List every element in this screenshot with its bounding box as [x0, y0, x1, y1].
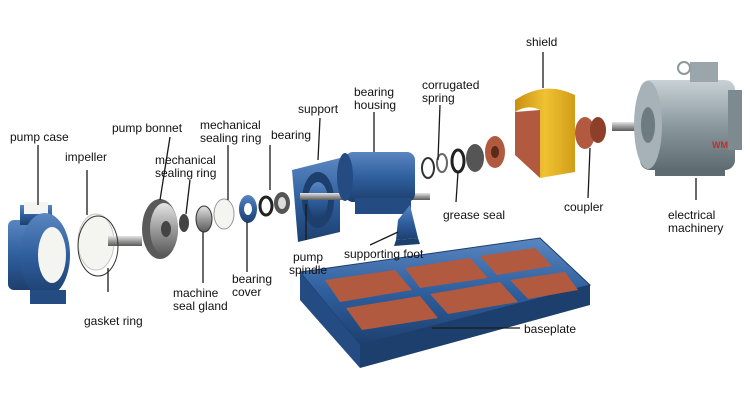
supporting-foot-part [394, 205, 420, 246]
shield-part [515, 88, 575, 178]
label-baseplate: baseplate [524, 322, 577, 336]
label-machine-seal-gland: machine seal gland [173, 286, 228, 313]
label-pump-case: pump case [10, 130, 69, 144]
electric-motor-part: WM [612, 61, 742, 176]
label-pump-spindle: pump spindle [289, 250, 328, 277]
label-gasket-ring: gasket ring [84, 314, 143, 328]
label-impeller: impeller [65, 150, 108, 164]
label-supporting-foot: supporting foot [344, 247, 424, 261]
label-shield: shield [526, 35, 558, 49]
label-pump-bonnet: pump bonnet [112, 121, 183, 135]
label-bearing-cover: bearing cover [232, 272, 273, 299]
motor-badge: WM [712, 140, 728, 150]
impeller-part [77, 213, 142, 277]
label-mechanical-sealing-ring-left: mechanical sealing ring [155, 153, 217, 180]
baseplate-part [299, 237, 592, 368]
label-corrugated-spring: corrugated spring [422, 78, 480, 105]
seal-components [179, 192, 290, 233]
label-bearing: bearing [271, 128, 312, 142]
label-electrical-machinery: electrical machinery [668, 208, 724, 235]
pump-bonnet-part [142, 199, 178, 259]
label-coupler: coupler [564, 200, 604, 214]
coupler-part [575, 117, 606, 149]
label-mechanical-sealing-ring-top: mechanical sealing ring [200, 118, 262, 145]
label-bearing-housing: bearing housing [354, 85, 397, 112]
bearing-housing-part [337, 152, 415, 214]
leader-lines [37, 52, 697, 329]
label-support: support [298, 102, 339, 116]
label-grease-seal: grease seal [443, 208, 506, 222]
pump-case-part [8, 202, 70, 304]
spring-and-grease-seal [421, 136, 505, 179]
